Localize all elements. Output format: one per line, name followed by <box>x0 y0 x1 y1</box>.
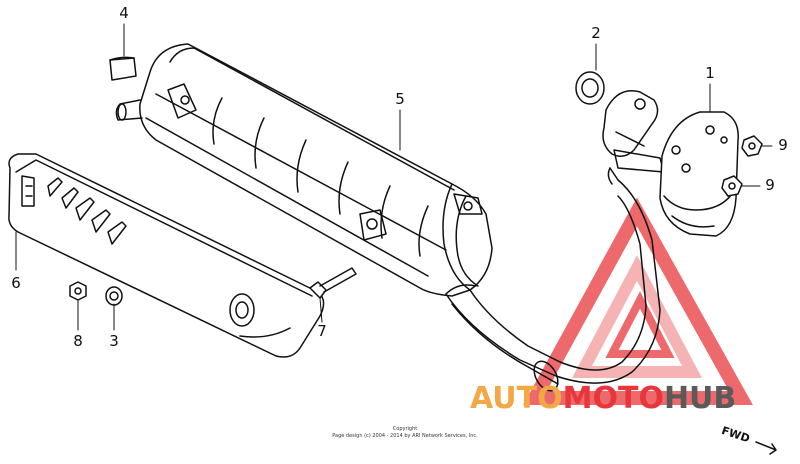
callout-9-lower: 9 <box>765 176 775 194</box>
callout-7: 7 <box>317 322 327 340</box>
heat-shield-part <box>8 153 325 358</box>
watermark-logo-icon <box>523 197 753 405</box>
muffler-part <box>115 43 493 297</box>
copyright-notice: Copyright Page design (c) 2004 - 2014 by… <box>300 426 510 440</box>
callout-2: 2 <box>591 24 601 42</box>
callout-3: 3 <box>109 332 119 350</box>
nut-part <box>69 281 87 301</box>
watermark-wordmark: AUTOMOTOHUB <box>470 384 736 414</box>
fwd-arrow-icon <box>755 441 777 455</box>
callout-9-upper: 9 <box>778 136 788 154</box>
callout-8: 8 <box>73 332 83 350</box>
callout-1: 1 <box>705 64 715 82</box>
flange-nut-parts <box>721 135 763 197</box>
callout-4: 4 <box>119 4 129 22</box>
washer-part <box>105 286 123 306</box>
gasket-part <box>575 71 605 105</box>
callout-6: 6 <box>11 274 21 292</box>
joint-bracket-part <box>659 111 739 237</box>
exhaust-pipe-part <box>445 90 665 392</box>
watermark-part-hub: HUB <box>663 381 737 416</box>
copyright-line-2: Page design (c) 2004 - 2014 by ARI Netwo… <box>332 433 478 439</box>
watermark-part-auto: AUTO <box>470 381 563 416</box>
copyright-line-1: Copyright <box>392 426 418 432</box>
watermark-part-moto: MOTO <box>562 381 664 416</box>
callout-5: 5 <box>395 90 405 108</box>
leader-lines <box>15 23 773 331</box>
rubber-mount-part <box>109 56 137 81</box>
bolt-part <box>309 267 357 299</box>
